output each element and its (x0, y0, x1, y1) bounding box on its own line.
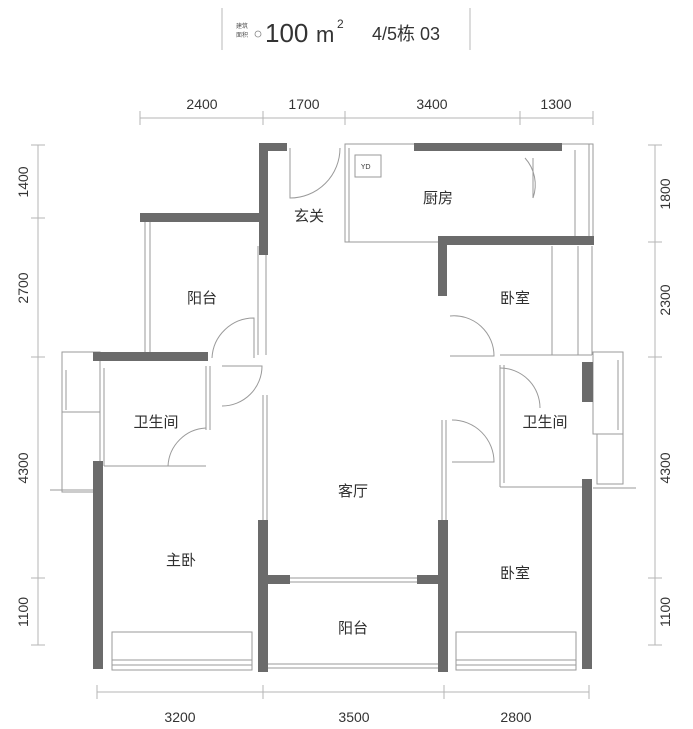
dim-top-3: 3400 (416, 96, 447, 112)
wall-se-bedroom-east (582, 479, 592, 669)
header: 建筑 面积 100 m 2 4/5栋 03 (221, 8, 471, 50)
wall-ne-bedroom-west (438, 236, 447, 296)
entrance-door-icon (289, 147, 341, 199)
wall-west-bath-top (93, 352, 208, 361)
wall-master-west (93, 461, 103, 669)
dim-left-1: 1400 (15, 166, 31, 197)
room-ne-bedroom: 卧室 (500, 289, 530, 307)
dim-left-4: 1100 (15, 597, 31, 627)
dim-left-3: 4300 (15, 452, 31, 483)
thin-lines (50, 143, 636, 671)
area-unit: m (316, 22, 334, 47)
door-swings (167, 147, 541, 467)
dim-right-4: 1100 (657, 597, 673, 627)
wall-living-southeast (438, 520, 448, 672)
area-caption-line1: 建筑 (236, 22, 248, 30)
room-entrance: 玄关 (294, 207, 324, 225)
ne-bedroom-door-icon (449, 315, 495, 357)
room-living: 客厅 (338, 482, 368, 500)
dim-top-1: 2400 (186, 96, 217, 112)
wall-nw-balcony-top (140, 213, 268, 222)
dim-bottom-2: 3500 (338, 709, 369, 725)
room-se-bedroom: 卧室 (500, 564, 530, 582)
wall-entrance-west (259, 143, 268, 255)
yd-box (354, 154, 382, 178)
master-window (111, 631, 253, 671)
dim-right-2: 2300 (657, 284, 673, 315)
nw-balcony-door-icon (211, 317, 255, 359)
dim-right-3: 4300 (657, 452, 673, 483)
wall-glass-door-west (258, 575, 290, 584)
walls (93, 143, 594, 672)
room-west-bathroom: 卫生间 (133, 413, 178, 431)
kitchen-outline (344, 143, 594, 243)
dim-left-2: 2700 (15, 272, 31, 303)
dimension-labels: 2400 1700 3400 1300 3200 3500 2800 1400 … (15, 96, 673, 725)
area-caption-line2: 面积 (236, 31, 248, 39)
west-bath-door-icon (167, 427, 207, 467)
room-kitchen: 厨房 (423, 189, 453, 207)
east-shaft-lower (596, 433, 624, 485)
yd-label: YD (360, 163, 371, 171)
dim-top-4: 1300 (540, 96, 571, 112)
dim-top-2: 1700 (288, 96, 319, 112)
wall-glass-door-east (417, 575, 447, 584)
area-unit-superscript: 2 (337, 17, 344, 31)
room-nw-balcony: 阳台 (187, 289, 217, 307)
area-value: 100 (265, 18, 308, 48)
kitchen-door-icon (524, 157, 536, 199)
se-bedroom-door-icon (451, 419, 495, 463)
wall-ne-bedroom-top (438, 236, 594, 245)
yd-fixture: YD (354, 154, 382, 178)
area-mark-icon (254, 30, 262, 38)
dimension-lines (31, 111, 662, 699)
se-bedroom-window (455, 631, 577, 671)
building-number: 4/5栋 03 (372, 24, 440, 44)
west-shaft-lower (61, 411, 101, 493)
master-door-icon (221, 365, 263, 407)
dim-bottom-3: 2800 (500, 709, 531, 725)
room-labels: 玄关 厨房 阳台 卧室 卫生间 卫生间 客厅 主卧 卧室 阳台 (133, 189, 567, 637)
room-master-bedroom: 主卧 (166, 551, 196, 569)
wall-east-bath-east (582, 362, 593, 402)
dim-right-1: 1800 (657, 178, 673, 209)
wall-entrance-top (259, 143, 287, 151)
room-south-balcony: 阳台 (338, 619, 368, 637)
east-bath-door-icon (499, 367, 541, 409)
dim-bottom-1: 3200 (164, 709, 195, 725)
room-east-bathroom: 卫生间 (522, 413, 567, 431)
wall-living-southwest (258, 520, 268, 672)
wall-kitchen-top (414, 143, 562, 151)
